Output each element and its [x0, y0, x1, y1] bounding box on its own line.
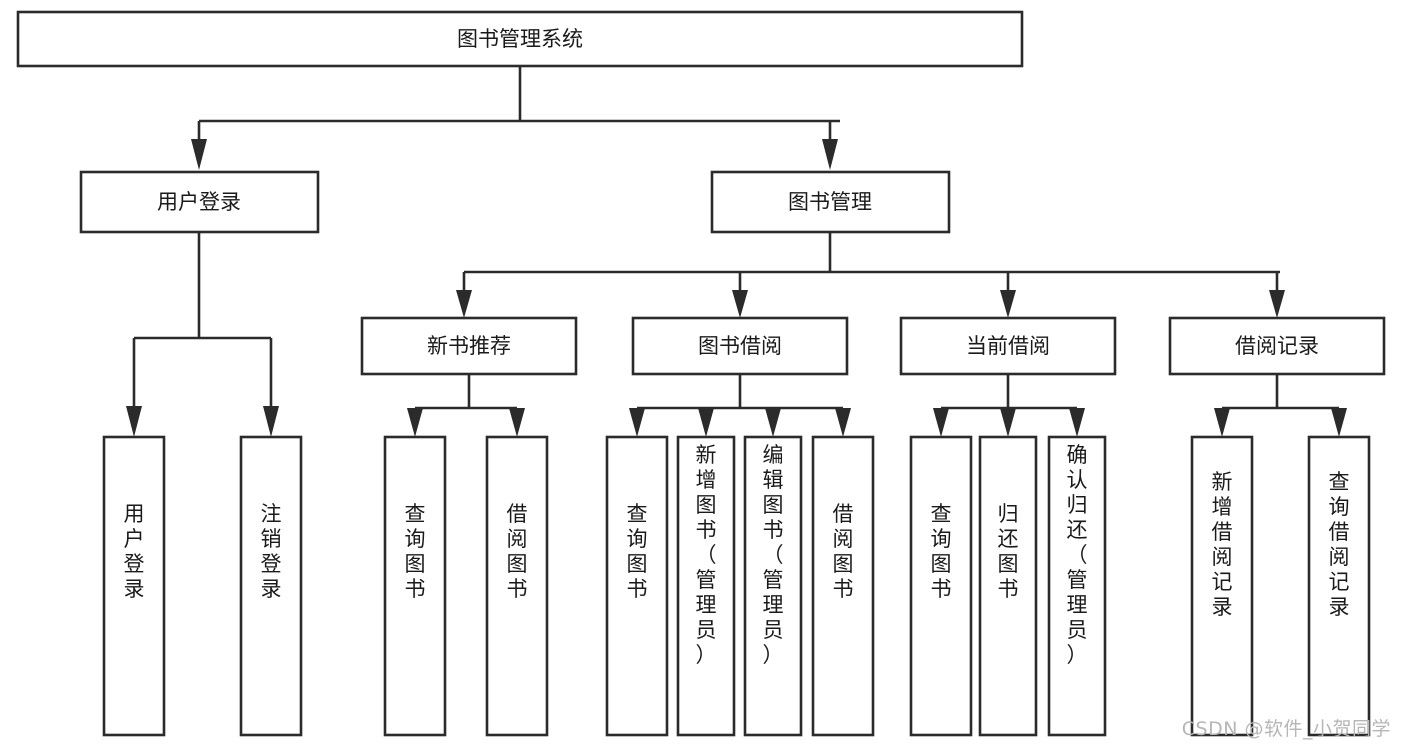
- node-borrow-record[interactable]: 借阅记录: [1168, 316, 1386, 376]
- node-label-borrow-record: 借阅记录: [1235, 334, 1319, 358]
- leaf-box-book-borrow-4: [811, 435, 875, 737]
- arrow-head-bb-leaf-4: [835, 408, 851, 437]
- leaf-label-borrow-record-1: 新增借阅记录: [1212, 470, 1233, 619]
- leaf-label-new-book-2: 借阅图书: [507, 502, 528, 601]
- leaf-box-borrow-record-1: [1190, 435, 1254, 737]
- leaf-node-book-borrow-4[interactable]: 借阅图书: [811, 435, 875, 737]
- leaf-label-book-borrow-3: 编辑图书（管理员）: [763, 443, 784, 667]
- connector-group-borrow-record: [1214, 374, 1347, 437]
- connector-group-user-login: [126, 232, 279, 437]
- arrow-head-new-book: [456, 290, 472, 318]
- leaf-box-new-book-2: [485, 435, 549, 737]
- leaf-label-borrow-record-2: 查询借阅记录: [1329, 470, 1350, 619]
- node-box-new-book-recommend: [360, 316, 578, 376]
- leaf-node-current-borrow-1[interactable]: 查询图书: [909, 435, 973, 737]
- leaf-label-current-borrow-2: 归还图书: [998, 502, 1019, 601]
- leaf-node-user-login-2[interactable]: 注销登录: [239, 435, 303, 737]
- leaf-node-new-book-1[interactable]: 查询图书: [383, 435, 447, 737]
- leaf-node-book-borrow-1[interactable]: 查询图书: [605, 435, 669, 737]
- arrow-head-nb-leaf-2: [509, 408, 525, 437]
- arrow-head-current-borrow: [1000, 290, 1016, 318]
- leaf-box-current-borrow-3: [1047, 435, 1107, 737]
- node-root-system[interactable]: 图书管理系统: [16, 10, 1024, 68]
- node-current-borrow[interactable]: 当前借阅: [899, 316, 1117, 376]
- connector-group-book-borrow: [629, 374, 851, 437]
- leaf-box-current-borrow-2: [978, 435, 1038, 737]
- leaf-label-new-book-1: 查询图书: [405, 502, 426, 601]
- arrow-head-cb-leaf-1: [933, 408, 949, 437]
- node-user-login[interactable]: 用户登录: [79, 170, 320, 234]
- leaf-box-current-borrow-1: [909, 435, 973, 737]
- arrow-head-borrow-record: [1269, 290, 1285, 318]
- leaf-box-user-login-2: [239, 435, 303, 737]
- connector-group-book-manage: [456, 232, 1285, 318]
- arrow-head-book-manage: [822, 139, 838, 170]
- node-box-book-manage: [710, 170, 951, 234]
- arrow-head-nb-leaf-1: [407, 408, 423, 437]
- node-book-borrow[interactable]: 图书借阅: [631, 316, 849, 376]
- node-label-root: 图书管理系统: [457, 27, 583, 51]
- node-box-borrow-record: [1168, 316, 1386, 376]
- node-label-new-book-recommend: 新书推荐: [427, 334, 511, 358]
- node-box-book-borrow: [631, 316, 849, 376]
- arrow-head-br-leaf-2: [1331, 408, 1347, 437]
- node-box-current-borrow: [899, 316, 1117, 376]
- leaf-node-current-borrow-2[interactable]: 归还图书: [978, 435, 1038, 737]
- leaf-box-user-login-1: [102, 435, 166, 737]
- leaf-box-book-borrow-1: [605, 435, 669, 737]
- leaf-node-book-borrow-2[interactable]: 新增图书（管理员）: [676, 435, 736, 737]
- node-box-root: [16, 10, 1024, 68]
- leaf-label-book-borrow-1: 查询图书: [627, 502, 648, 601]
- arrow-head-ul-leaf-2: [263, 406, 279, 437]
- node-label-book-manage: 图书管理: [788, 190, 872, 214]
- leaf-box-new-book-1: [383, 435, 447, 737]
- node-label-user-login: 用户登录: [157, 190, 241, 214]
- arrow-head-cb-leaf-3: [1069, 408, 1085, 437]
- arrow-head-book-borrow: [732, 290, 748, 318]
- leaf-node-book-borrow-3[interactable]: 编辑图书（管理员）: [743, 435, 803, 737]
- leaf-node-new-book-2[interactable]: 借阅图书: [485, 435, 549, 737]
- arrow-head-user-login: [191, 139, 207, 170]
- leaf-label-current-borrow-3: 确认归还（管理员）: [1067, 443, 1088, 667]
- arrow-head-ul-leaf-1: [126, 406, 142, 437]
- node-book-manage[interactable]: 图书管理: [710, 170, 951, 234]
- leaf-box-book-borrow-3: [743, 435, 803, 737]
- leaf-label-user-login-2: 注销登录: [261, 502, 282, 601]
- leaf-node-current-borrow-3[interactable]: 确认归还（管理员）: [1047, 435, 1107, 737]
- leaf-node-user-login-1[interactable]: 用户登录: [102, 435, 166, 737]
- node-label-book-borrow: 图书借阅: [698, 334, 782, 358]
- leaf-label-current-borrow-1: 查询图书: [931, 502, 952, 601]
- leaf-node-borrow-record-2[interactable]: 查询借阅记录: [1307, 435, 1371, 737]
- node-label-current-borrow: 当前借阅: [966, 334, 1050, 358]
- leaf-box-borrow-record-2: [1307, 435, 1371, 737]
- node-new-book-recommend[interactable]: 新书推荐: [360, 316, 578, 376]
- arrow-head-bb-leaf-2: [698, 408, 714, 437]
- connector-group-root: [191, 66, 840, 170]
- arrow-head-br-leaf-1: [1214, 408, 1230, 437]
- arrow-head-cb-leaf-2: [1000, 408, 1016, 437]
- leaf-label-user-login-1: 用户登录: [124, 502, 145, 601]
- leaf-label-book-borrow-2: 新增图书（管理员）: [696, 443, 717, 667]
- arrow-head-bb-leaf-3: [765, 408, 781, 437]
- arrow-head-bb-leaf-1: [629, 408, 645, 437]
- leaf-label-book-borrow-4: 借阅图书: [833, 502, 854, 601]
- node-box-user-login: [79, 170, 320, 234]
- leaf-box-book-borrow-2: [676, 435, 736, 737]
- connector-group-new-book: [407, 374, 525, 437]
- leaf-node-borrow-record-1[interactable]: 新增借阅记录: [1190, 435, 1254, 737]
- connector-group-current-borrow: [933, 374, 1085, 437]
- csdn-watermark: CSDN @软件_小贺同学: [1181, 718, 1391, 740]
